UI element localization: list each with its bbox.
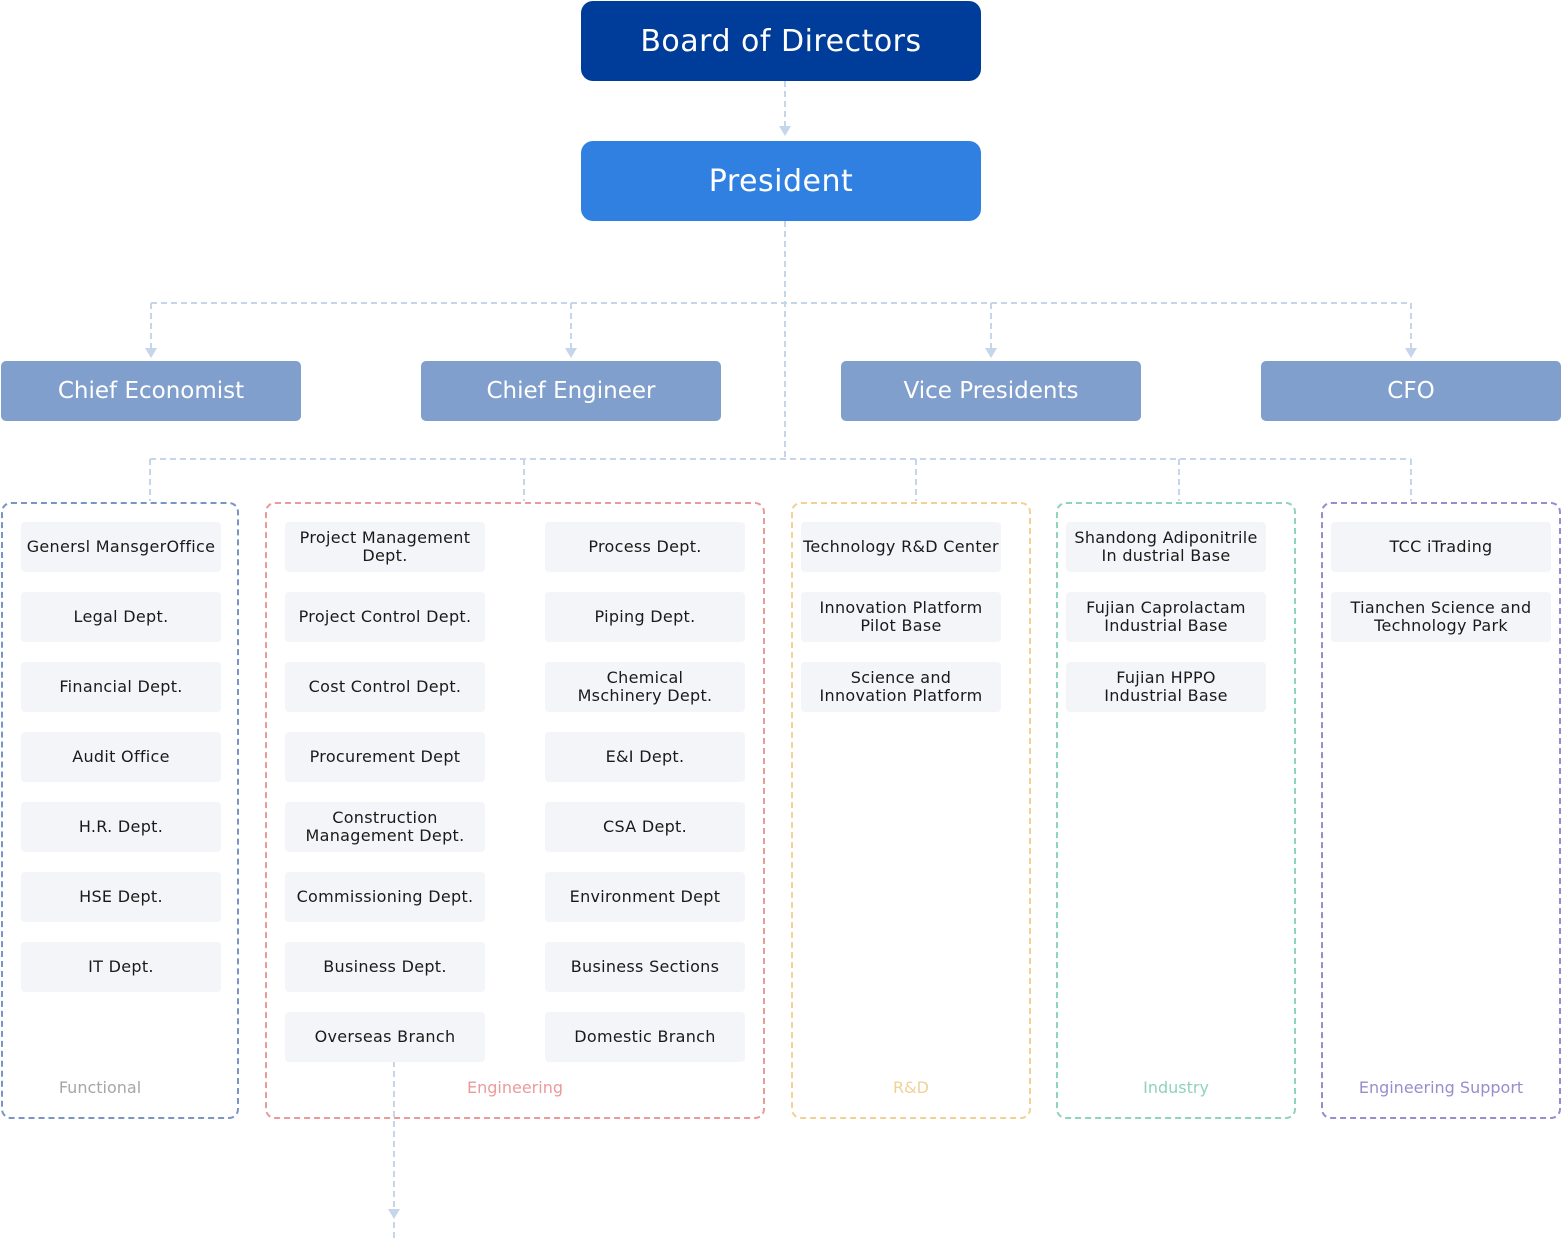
rd-group: Technology R&D Center Innovation Platfor…: [791, 502, 1031, 1119]
dept-label: Cost Control Dept.: [308, 677, 462, 696]
dept-box: H.R. Dept.: [21, 802, 221, 852]
dept-box: Tianchen Science and Technology Park: [1331, 592, 1551, 642]
dept-label: Overseas Branch: [314, 1027, 456, 1046]
dept-label: Legal Dept.: [73, 607, 169, 626]
dept-box: Genersl MansgerOffice: [21, 522, 221, 572]
cfo-box: CFO: [1261, 361, 1561, 421]
dept-box: Project Control Dept.: [285, 592, 485, 642]
arrow-down-icon: [1405, 348, 1417, 358]
dept-box: Fujian Caprolactam Industrial Base: [1066, 592, 1266, 642]
dept-label: Shandong Adiponitrile In dustrial Base: [1074, 528, 1258, 565]
dept-label: Chemical Mschinery Dept.: [577, 668, 713, 705]
president-label: President: [708, 163, 854, 199]
dept-label: E&I Dept.: [605, 747, 685, 766]
dept-box: Business Sections: [545, 942, 745, 992]
dept-box: Shandong Adiponitrile In dustrial Base: [1066, 522, 1266, 572]
dept-box: HSE Dept.: [21, 872, 221, 922]
dept-box: Commissioning Dept.: [285, 872, 485, 922]
dept-label: Genersl MansgerOffice: [26, 537, 216, 556]
dept-box: Project Management Dept.: [285, 522, 485, 572]
dept-box: Environment Dept: [545, 872, 745, 922]
dept-box: E&I Dept.: [545, 732, 745, 782]
dept-box: Chemical Mschinery Dept.: [545, 662, 745, 712]
dept-box: Overseas Branch: [285, 1012, 485, 1062]
dept-label: Procurement Dept: [309, 747, 461, 766]
president-box: President: [581, 141, 981, 221]
dept-label: Business Sections: [570, 957, 720, 976]
arrow-down-icon: [145, 348, 157, 358]
dept-label: H.R. Dept.: [78, 817, 164, 836]
dept-label: Piping Dept.: [594, 607, 696, 626]
board-label: Board of Directors: [640, 23, 922, 59]
vice-presidents-box: Vice Presidents: [841, 361, 1141, 421]
dept-box: CSA Dept.: [545, 802, 745, 852]
dept-box: Construction Management Dept.: [285, 802, 485, 852]
executive-label: Vice Presidents: [903, 378, 1079, 404]
functional-group: Genersl MansgerOffice Legal Dept. Financ…: [1, 502, 239, 1119]
dept-label: Project Control Dept.: [298, 607, 472, 626]
dept-label: Construction Management Dept.: [305, 808, 465, 845]
group-label: R&D: [893, 1078, 929, 1097]
engineering-group: Project Management Dept. Project Control…: [265, 502, 765, 1119]
group-label: Industry: [1143, 1078, 1209, 1097]
dept-label: Innovation Platform Pilot Base: [819, 598, 983, 635]
dept-box: Legal Dept.: [21, 592, 221, 642]
board-of-directors-box: Board of Directors: [581, 1, 981, 81]
dept-label: HSE Dept.: [79, 887, 163, 906]
dept-box: Process Dept.: [545, 522, 745, 572]
dept-label: TCC iTrading: [1389, 537, 1493, 556]
chief-engineer-box: Chief Engineer: [421, 361, 721, 421]
arrow-down-icon: [779, 126, 791, 136]
dept-box: Financial Dept.: [21, 662, 221, 712]
dept-label: Fujian Caprolactam Industrial Base: [1086, 598, 1246, 635]
dept-label: Domestic Branch: [574, 1027, 716, 1046]
dept-label: IT Dept.: [88, 957, 154, 976]
dept-box: Domestic Branch: [545, 1012, 745, 1062]
dept-box: Innovation Platform Pilot Base: [801, 592, 1001, 642]
arrow-down-icon: [388, 1209, 400, 1219]
dept-label: CSA Dept.: [602, 817, 688, 836]
dept-box: Procurement Dept: [285, 732, 485, 782]
arrow-down-icon: [985, 348, 997, 358]
dept-label: Business Dept.: [323, 957, 447, 976]
dept-label: Technology R&D Center: [803, 537, 999, 556]
dept-label: Audit Office: [72, 747, 170, 766]
dept-box: Fujian HPPO Industrial Base: [1066, 662, 1266, 712]
dept-label: Environment Dept: [569, 887, 721, 906]
executive-label: Chief Economist: [57, 378, 245, 404]
dept-label: Process Dept.: [588, 537, 702, 556]
engineering-support-group: TCC iTrading Tianchen Science and Techno…: [1321, 502, 1561, 1119]
dept-box: Business Dept.: [285, 942, 485, 992]
dept-label: Project Management Dept.: [299, 528, 471, 565]
group-label: Engineering: [467, 1078, 563, 1097]
chief-economist-box: Chief Economist: [1, 361, 301, 421]
executive-label: CFO: [1387, 378, 1435, 404]
dept-box: Audit Office: [21, 732, 221, 782]
dept-box: Science and Innovation Platform: [801, 662, 1001, 712]
dept-label: Science and Innovation Platform: [819, 668, 983, 705]
dept-box: TCC iTrading: [1331, 522, 1551, 572]
executive-label: Chief Engineer: [486, 378, 656, 404]
group-label: Functional: [58, 1078, 142, 1097]
group-label: Engineering Support: [1358, 1078, 1524, 1097]
dept-box: IT Dept.: [21, 942, 221, 992]
dept-box: Piping Dept.: [545, 592, 745, 642]
dept-label: Tianchen Science and Technology Park: [1350, 598, 1532, 635]
dept-label: Fujian HPPO Industrial Base: [1104, 668, 1228, 705]
arrow-down-icon: [565, 348, 577, 358]
dept-box: Cost Control Dept.: [285, 662, 485, 712]
dept-box: Technology R&D Center: [801, 522, 1001, 572]
industry-group: Shandong Adiponitrile In dustrial Base F…: [1056, 502, 1296, 1119]
dept-label: Financial Dept.: [59, 677, 183, 696]
dept-label: Commissioning Dept.: [296, 887, 474, 906]
